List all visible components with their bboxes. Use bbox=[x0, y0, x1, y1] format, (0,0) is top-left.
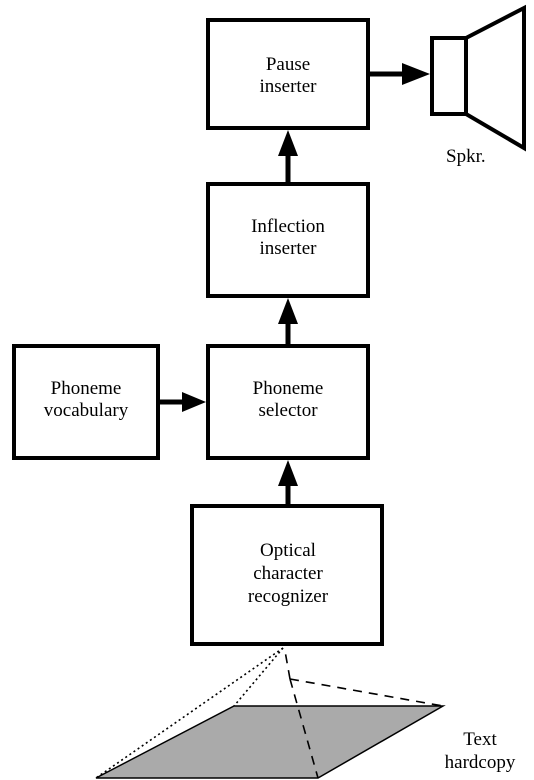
ocr-label-2: character bbox=[253, 563, 323, 584]
ocr-label-3: recognizer bbox=[248, 586, 329, 607]
text-hardcopy-page bbox=[95, 705, 446, 779]
pause-inserter-label-2: inserter bbox=[260, 76, 318, 97]
optical-character-recognizer-block: Optical character recognizer bbox=[190, 504, 384, 646]
speaker-icon bbox=[430, 4, 526, 152]
text-hardcopy-label-1: Text bbox=[463, 729, 497, 750]
scan-line-dashed-3 bbox=[284, 650, 291, 680]
inflection-inserter-label-2: inserter bbox=[260, 238, 318, 259]
inflection-inserter-block: Inflection inserter bbox=[206, 182, 370, 298]
phoneme-selector-block: Phoneme selector bbox=[206, 344, 370, 460]
phoneme-selector-label-1: Phoneme bbox=[253, 378, 324, 399]
ocr-label-1: Optical bbox=[260, 540, 316, 561]
scan-line-dashed-1 bbox=[289, 678, 319, 779]
scan-line-dashed-2 bbox=[289, 678, 444, 707]
arrow-vocabulary-to-selector bbox=[160, 392, 206, 412]
text-hardcopy bbox=[95, 647, 446, 779]
arrow-selector-to-inflection bbox=[278, 298, 298, 344]
phoneme-selector-label-2: selector bbox=[258, 400, 318, 421]
arrow-pause-to-speaker bbox=[370, 63, 430, 85]
phoneme-vocabulary-block: Phoneme vocabulary bbox=[12, 344, 160, 460]
phoneme-vocabulary-label-2: vocabulary bbox=[44, 400, 129, 421]
pause-inserter-label-1: Pause bbox=[266, 54, 310, 75]
phoneme-vocabulary-label-1: Phoneme bbox=[51, 378, 122, 399]
speaker-body bbox=[430, 36, 468, 116]
arrow-inflection-to-pause bbox=[278, 130, 298, 182]
speaker-cone bbox=[464, 4, 526, 152]
inflection-inserter-label-1: Inflection bbox=[251, 216, 325, 237]
speaker-label: Spkr. bbox=[446, 146, 486, 167]
arrow-ocr-to-selector bbox=[278, 460, 298, 504]
pause-inserter-block: Pause inserter bbox=[206, 18, 370, 130]
text-hardcopy-label-2: hardcopy bbox=[445, 752, 516, 773]
